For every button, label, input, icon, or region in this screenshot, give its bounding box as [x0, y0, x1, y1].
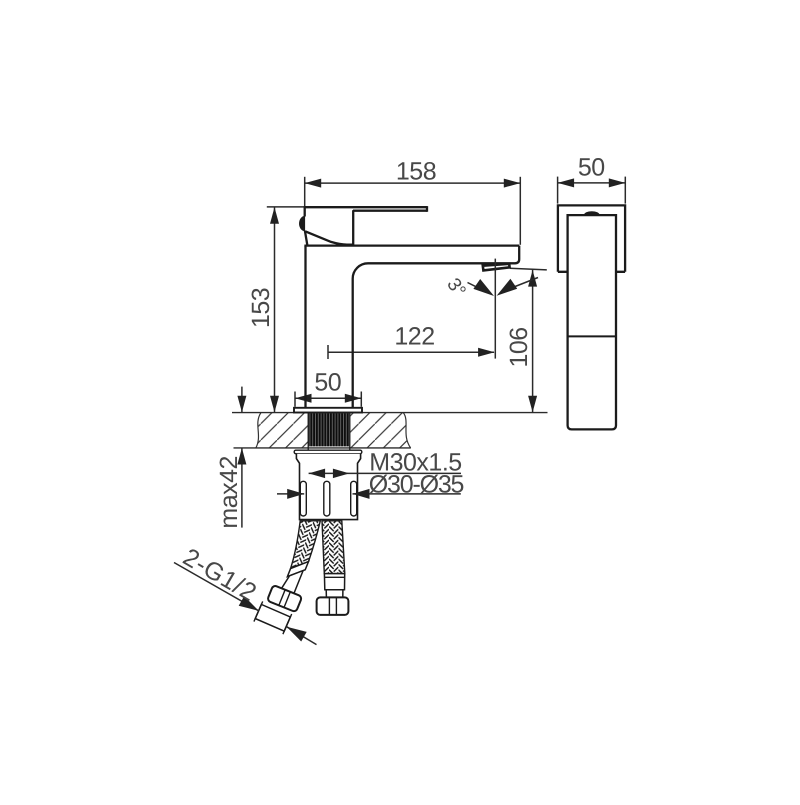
- svg-text:M30x1.5: M30x1.5: [369, 448, 461, 476]
- svg-text:50: 50: [578, 153, 605, 181]
- svg-text:Ø30-Ø35: Ø30-Ø35: [369, 470, 464, 498]
- svg-text:153: 153: [247, 288, 275, 328]
- svg-text:122: 122: [394, 323, 434, 351]
- svg-text:106: 106: [505, 327, 533, 367]
- svg-text:max42: max42: [215, 456, 243, 529]
- svg-text:50: 50: [314, 369, 341, 397]
- svg-text:158: 158: [396, 158, 436, 186]
